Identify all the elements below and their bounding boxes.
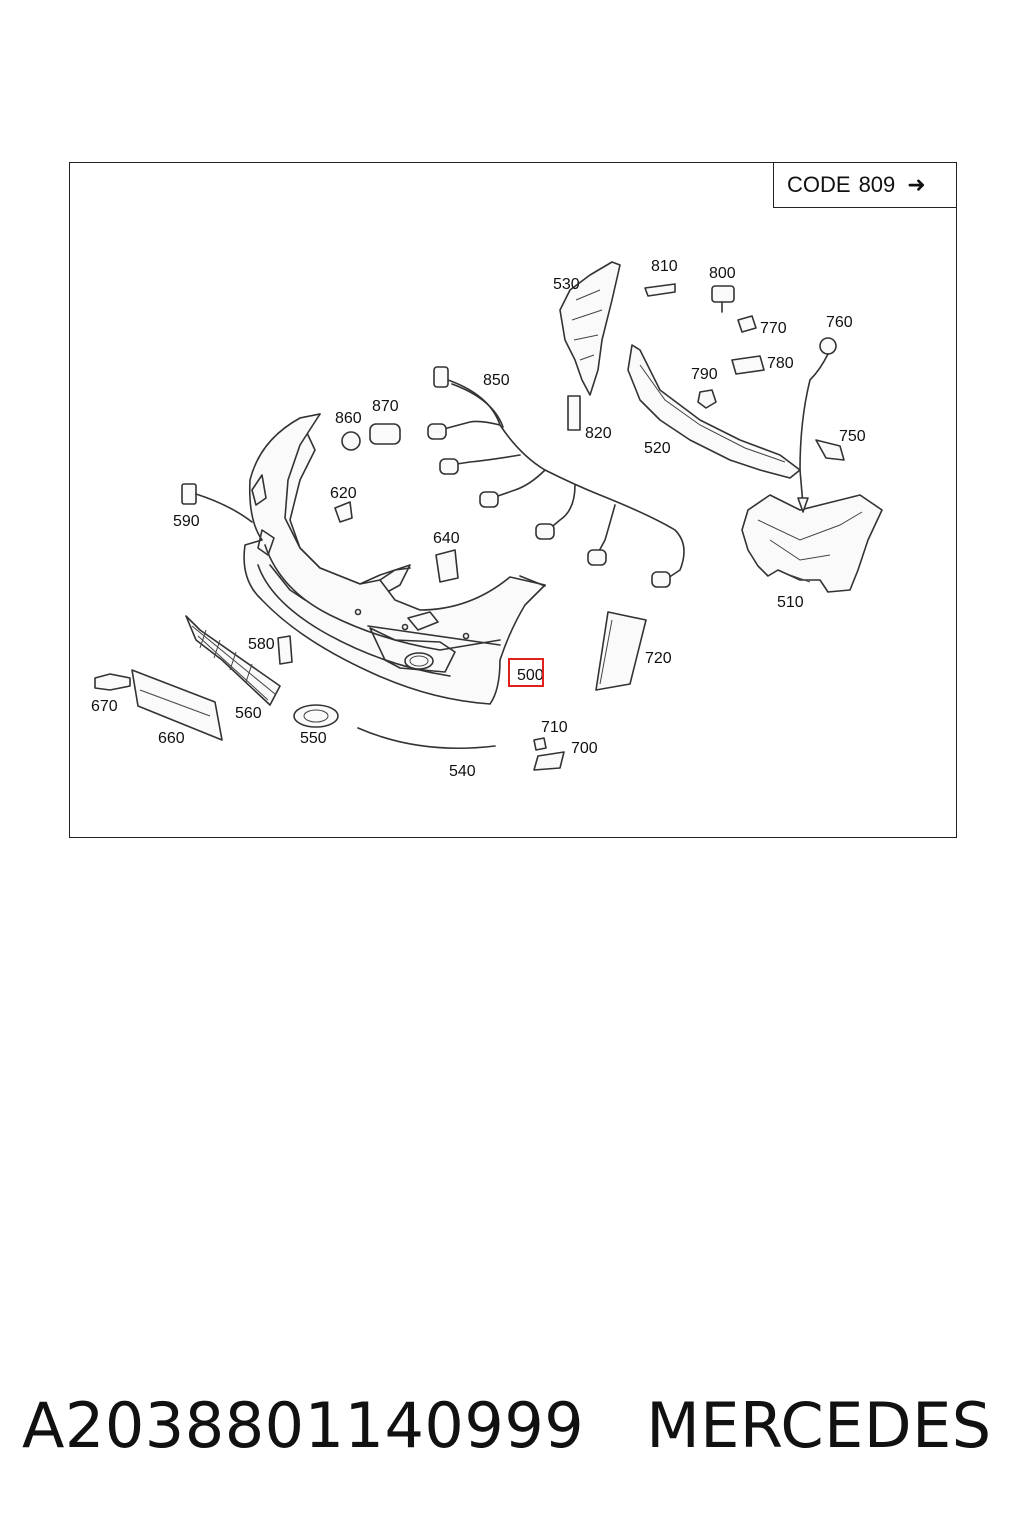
callout-530: 530 [553, 276, 580, 293]
callout-780: 780 [767, 355, 794, 372]
callout-790: 790 [691, 366, 718, 383]
callout-760: 760 [826, 314, 853, 331]
arrow-right-icon: ➜ [907, 172, 926, 197]
callout-590: 590 [173, 513, 200, 530]
code-reference-box: CODE 809 ➜ [773, 162, 957, 208]
callout-580: 580 [248, 636, 275, 653]
callout-800: 800 [709, 265, 736, 282]
callout-820: 820 [585, 425, 612, 442]
brand-name: MERCEDES [646, 1388, 992, 1462]
callout-720: 720 [645, 650, 672, 667]
callout-640: 640 [433, 530, 460, 547]
callout-labels: 500 510 520 530 540 550 560 580 590 620 … [91, 258, 866, 780]
footer-caption: A2038801140999 MERCEDES [22, 1380, 1012, 1470]
fastener-drawings [94, 283, 845, 771]
callout-550: 550 [300, 730, 327, 747]
callout-860: 860 [335, 410, 362, 427]
callout-750: 750 [839, 428, 866, 445]
callout-500: 500 [517, 667, 544, 684]
callout-710: 710 [541, 719, 568, 736]
callout-770: 770 [760, 320, 787, 337]
callout-670: 670 [91, 698, 118, 715]
bracket-530-drawing [559, 261, 621, 396]
callout-660: 660 [158, 730, 185, 747]
callout-850: 850 [483, 372, 510, 389]
callout-500-highlight [508, 658, 544, 687]
callout-700: 700 [571, 740, 598, 757]
callout-810: 810 [651, 258, 678, 275]
code-number: 809 [858, 172, 896, 197]
callout-510: 510 [777, 594, 804, 611]
callout-560: 560 [235, 705, 262, 722]
bracket-520-drawing [627, 344, 801, 479]
code-label: CODE [787, 172, 851, 197]
callout-620: 620 [330, 485, 357, 502]
bumper-cover-drawing [243, 413, 546, 705]
wiring-harness-drawing [427, 366, 685, 588]
callout-870: 870 [372, 398, 399, 415]
callout-540: 540 [449, 763, 476, 780]
callout-520: 520 [644, 440, 671, 457]
part-number: A2038801140999 [22, 1388, 585, 1462]
bracket-510-drawing [741, 494, 883, 593]
